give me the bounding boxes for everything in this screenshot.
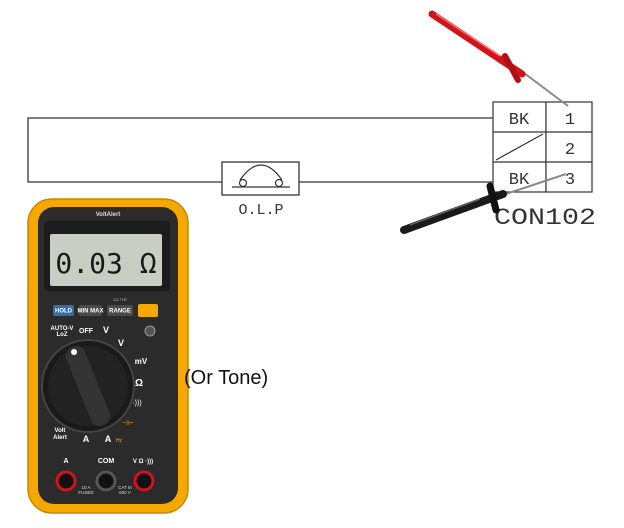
range-button-label: RANGE [109, 309, 131, 315]
jack-a[interactable] [55, 470, 77, 492]
dial-label-alert: Alert [53, 435, 67, 441]
olp-box [221, 161, 300, 196]
jack-label-com: COM [98, 458, 115, 465]
dial-label-capacitance: ⊣⊢ [122, 420, 134, 427]
hold-button[interactable] [53, 305, 74, 316]
dial-label-mv: mV [135, 357, 148, 366]
red-probe [428, 10, 569, 107]
black-probe-guard [486, 182, 500, 214]
olp-bimetal-arc [239, 164, 283, 181]
olp-label: O.L.P [238, 202, 283, 219]
backlight-button[interactable] [138, 304, 158, 317]
hold-button-label: HOLD [55, 309, 73, 315]
minmax-button-label: MIN MAX [78, 309, 104, 315]
wire-pin1 [27, 117, 493, 183]
dial-label-ohm: Ω [135, 378, 143, 389]
dial-label-v-ac: V [103, 325, 109, 335]
connector-con102 [492, 101, 593, 193]
dial-label-hz: Hz [116, 438, 123, 444]
dial-label-a-ac: A [83, 434, 90, 444]
jack-v[interactable] [133, 470, 155, 492]
range-button[interactable] [107, 305, 133, 316]
olp-contact-left [238, 178, 248, 188]
lcd-reading: 0.03 Ω [55, 247, 156, 280]
black-probe-tip [499, 173, 567, 197]
black-probe [400, 173, 567, 234]
minmax-button[interactable] [79, 305, 102, 316]
jack-label-a: A [63, 458, 68, 465]
dial-label-v-dc: V [118, 338, 124, 348]
olp-component: O.L.P [221, 161, 300, 219]
multimeter: VoltAlert 0.03 Ω HOLD MIN MAX RANGE Lo /… [27, 198, 189, 514]
jack-cat-line1: CAT III [118, 485, 132, 490]
dial-label-continuity: ·))) [132, 400, 141, 407]
red-probe-highlight [435, 13, 501, 57]
connector-empty-slash [495, 133, 544, 161]
olp-contact-right [274, 178, 284, 188]
connector-pin1-number: 1 [565, 111, 575, 130]
jack-com[interactable] [95, 470, 117, 492]
connector-pin1-wire: BK [509, 111, 530, 130]
rotary-dial-grip [65, 346, 111, 426]
black-probe-highlight [409, 198, 481, 226]
dial-label-loz: LoZ [57, 332, 68, 338]
tone-note: (Or Tone) [184, 367, 268, 389]
connector-name: CON102 [494, 205, 596, 231]
jack-fused-line1: 10 A [81, 485, 90, 490]
meter-brand: VoltAlert [96, 212, 121, 218]
connector-pin3-number: 3 [565, 171, 575, 190]
connector-pin3-wire: BK [509, 171, 530, 190]
dial-label-off: OFF [79, 328, 94, 335]
black-probe-handle [400, 190, 507, 234]
dial-label-auto-v: AUTO-V [51, 326, 74, 332]
circuit [27, 117, 493, 183]
dial-label-volt: Volt [55, 428, 66, 434]
dial-pointer [71, 349, 77, 355]
jack-label-v: V Ω ·))) [133, 459, 153, 465]
jack-cat-line2: 600 V [119, 490, 131, 495]
connector-pin-column [545, 101, 593, 193]
dial-label-a-dc: A [105, 434, 112, 444]
jack-fused-line2: FUSED [78, 490, 94, 495]
red-probe-guard [502, 53, 521, 83]
sun-icon [144, 325, 156, 337]
lcd-screen [50, 234, 162, 286]
range-hint: Lo / Hi [113, 297, 126, 302]
red-probe-tip [519, 69, 569, 107]
connector-pin2-number: 2 [565, 141, 575, 160]
